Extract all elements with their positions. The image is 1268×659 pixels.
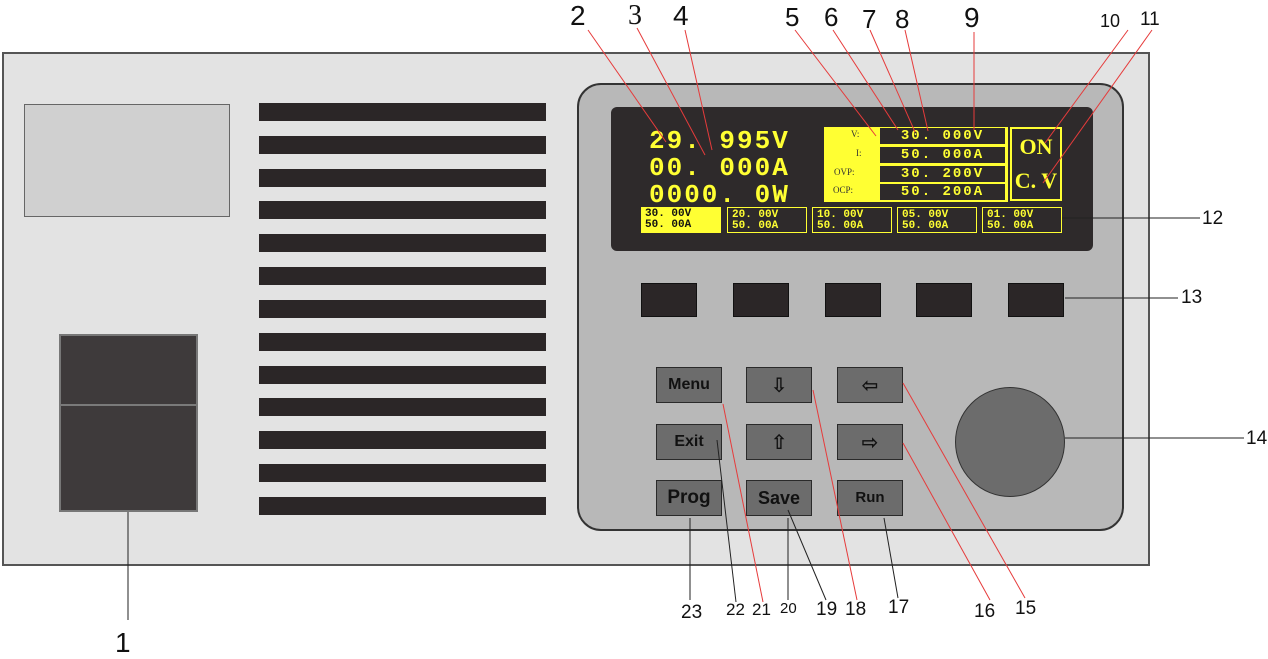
power-readout: 0000. 0W: [649, 180, 790, 210]
vent-slot: [259, 398, 546, 416]
right-arrow-icon[interactable]: ⇨: [837, 424, 903, 460]
leader-line-11: [1042, 29, 1153, 184]
vent-slot: [259, 201, 546, 219]
callout-4: 4: [673, 0, 689, 31]
vent-slot: [259, 333, 546, 351]
vent-slot: [259, 431, 546, 449]
preset-4-current: 50. 00A: [902, 220, 949, 232]
preset-2-voltage: 20. 00V: [732, 209, 779, 221]
softkey-1[interactable]: [641, 283, 697, 317]
callout-19: 19: [816, 599, 838, 620]
set-voltage-value: 30. 000V: [880, 128, 1005, 144]
leader-line-22: [716, 439, 737, 603]
callout-13: 13: [1181, 287, 1203, 308]
set-v-label: V:: [851, 129, 860, 139]
callout-20: 20: [780, 600, 797, 617]
callout-1: 1: [115, 627, 131, 658]
leader-line-5: [794, 29, 877, 137]
callout-5: 5: [785, 2, 800, 32]
callout-7: 7: [862, 4, 877, 34]
callout-15: 15: [1015, 598, 1037, 619]
callout-17: 17: [888, 597, 910, 618]
leader-line-15: [902, 382, 1026, 599]
run-button[interactable]: Run: [837, 480, 903, 516]
prog-button[interactable]: Prog: [656, 480, 722, 516]
preset-5-current: 50. 00A: [987, 220, 1034, 232]
leader-line-6: [832, 29, 899, 131]
callout-14: 14: [1246, 428, 1268, 449]
softkey-4[interactable]: [916, 283, 972, 317]
up-arrow-icon[interactable]: ⇧: [746, 424, 812, 460]
leader-line-21: [722, 403, 764, 603]
callout-12: 12: [1202, 208, 1224, 229]
leader-line-8: [904, 29, 929, 132]
vent-slot: [259, 366, 546, 384]
vent-slot: [259, 136, 546, 154]
leader-line-4: [684, 29, 713, 151]
callout-8: 8: [895, 4, 910, 34]
ocp-value: 50. 200A: [880, 184, 1005, 200]
output-state-box: ON C. V: [1010, 127, 1062, 201]
preset-4-voltage: 05. 00V: [902, 209, 949, 221]
menu-button[interactable]: Menu: [656, 367, 722, 403]
callout-9: 9: [964, 2, 980, 33]
callout-21: 21: [752, 600, 771, 619]
preset-3-current: 50. 00A: [817, 220, 864, 232]
callout-3: 3: [628, 0, 642, 31]
left-arrow-icon[interactable]: ⇦: [837, 367, 903, 403]
exit-button[interactable]: Exit: [656, 424, 722, 460]
preset-2: 20. 00V 50. 00A: [727, 207, 807, 233]
preset-3-voltage: 10. 00V: [817, 209, 864, 221]
preset-3: 10. 00V 50. 00A: [812, 207, 892, 233]
power-switch: [59, 334, 198, 512]
preset-5-voltage: 01. 00V: [987, 209, 1034, 221]
softkey-5[interactable]: [1008, 283, 1064, 317]
callout-22: 22: [726, 600, 745, 619]
vent-slot: [259, 300, 546, 318]
preset-1-current: 50. 00A: [645, 219, 692, 231]
callout-2: 2: [570, 0, 586, 31]
callout-10: 10: [1100, 11, 1121, 31]
preset-2-current: 50. 00A: [732, 220, 779, 232]
leader-line-7: [869, 29, 916, 133]
down-arrow-icon[interactable]: ⇩: [746, 367, 812, 403]
vent-slot: [259, 267, 546, 285]
leader-line-10: [1044, 29, 1129, 144]
softkey-2[interactable]: [733, 283, 789, 317]
ovp-value: 30. 200V: [880, 166, 1005, 182]
vent-slot: [259, 169, 546, 187]
leader-line-18: [812, 389, 858, 601]
preset-1: 30. 00V 50. 00A: [641, 207, 721, 233]
save-button[interactable]: Save: [746, 480, 812, 516]
vent-slot: [259, 103, 546, 121]
voltage-readout: 29. 995V: [649, 126, 790, 156]
set-ocp-label: OCP:: [833, 185, 854, 195]
leader-line-2: [587, 29, 667, 143]
callout-16: 16: [974, 601, 996, 622]
preset-4: 05. 00V 50. 00A: [897, 207, 977, 233]
leader-line-17: [883, 517, 899, 599]
set-current-value: 50. 000A: [880, 147, 1005, 163]
softkey-3[interactable]: [825, 283, 881, 317]
vent-slot: [259, 497, 546, 515]
leader-line-16: [902, 442, 991, 601]
callout-18: 18: [845, 599, 867, 620]
output-state: ON: [1019, 134, 1053, 159]
leader-line-19: [787, 509, 827, 601]
preset-5: 01. 00V 50. 00A: [982, 207, 1062, 233]
preset-1-voltage: 30. 00V: [645, 208, 692, 220]
vent-slot: [259, 234, 546, 252]
callout-11: 11: [1140, 9, 1160, 30]
rotary-knob[interactable]: [955, 387, 1065, 497]
callout-23: 23: [681, 602, 703, 623]
set-ovp-label: OVP:: [834, 167, 855, 177]
label-plate: [24, 104, 230, 217]
leader-line-3: [636, 27, 706, 156]
callout-6: 6: [824, 2, 839, 32]
vent-slot: [259, 464, 546, 482]
set-i-label: I:: [856, 148, 862, 158]
current-readout: 00. 000A: [649, 153, 790, 183]
